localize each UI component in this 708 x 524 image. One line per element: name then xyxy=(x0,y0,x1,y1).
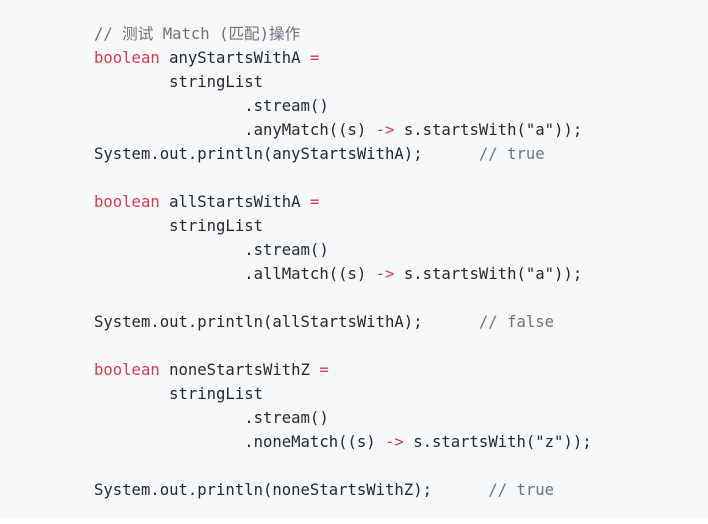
code-line: stringList xyxy=(94,70,592,94)
operator-token: = xyxy=(319,361,329,379)
keyword-token: boolean xyxy=(94,361,160,379)
code-token: anyStartsWithA xyxy=(159,49,310,67)
code-token: .noneMatch((s) xyxy=(94,433,386,451)
code-line: boolean anyStartsWithA = xyxy=(94,46,592,70)
code-line: .anyMatch((s) -> s.startsWith("a")); xyxy=(94,118,592,142)
operator-token: = xyxy=(309,193,320,211)
code-token: System.out.println(allStartsWithA); xyxy=(94,313,479,331)
code-token: .stream() xyxy=(94,97,329,115)
code-token: stringList xyxy=(94,73,263,91)
code-token: stringList xyxy=(94,385,263,403)
code-token: .anyMatch((s) xyxy=(94,121,376,139)
code-token: System.out.println(anyStartsWithA); xyxy=(94,145,479,163)
comment-token: // true xyxy=(478,145,545,163)
code-token: allStartsWithA xyxy=(159,193,310,211)
code-line: stringList xyxy=(94,382,592,406)
code-line: System.out.println(allStartsWithA); // f… xyxy=(94,310,592,334)
code-line: boolean noneStartsWithZ = xyxy=(94,358,592,382)
code-line: .allMatch((s) -> s.startsWith("a")); xyxy=(94,262,592,286)
code-line: boolean allStartsWithA = xyxy=(94,190,592,214)
code-token: .allMatch((s) xyxy=(94,265,376,283)
operator-token: -> xyxy=(375,121,395,139)
code-token: stringList xyxy=(94,217,263,235)
code-line: System.out.println(noneStartsWithZ); // … xyxy=(94,478,592,502)
code-line: .stream() xyxy=(94,238,592,262)
comment-token: // true xyxy=(488,481,555,499)
code-line xyxy=(94,286,592,310)
code-line: .stream() xyxy=(94,406,592,430)
code-content: // 测试 Match (匹配)操作 boolean anyStartsWithA… xyxy=(94,22,592,502)
operator-token: -> xyxy=(375,265,395,283)
code-line xyxy=(94,166,592,190)
code-token: s.startsWith("a")); xyxy=(394,265,583,283)
comment-token: // 测试 Match (匹配)操作 xyxy=(94,25,301,43)
code-line: // 测试 Match (匹配)操作 xyxy=(94,22,592,46)
keyword-token: boolean xyxy=(94,49,160,67)
code-token: s.startsWith("a")); xyxy=(394,121,583,139)
code-token: s.startsWith("z")); xyxy=(403,433,592,451)
code-line xyxy=(94,454,592,478)
operator-token: -> xyxy=(385,433,404,451)
code-line: stringList xyxy=(94,214,592,238)
code-line: System.out.println(anyStartsWithA); // t… xyxy=(94,142,592,166)
operator-token: = xyxy=(309,49,320,67)
keyword-token: boolean xyxy=(94,193,160,211)
code-line xyxy=(94,334,592,358)
comment-token: // false xyxy=(478,313,555,331)
code-token: System.out.println(noneStartsWithZ); xyxy=(94,481,489,499)
code-line: .stream() xyxy=(94,94,592,118)
code-line: .noneMatch((s) -> s.startsWith("z")); xyxy=(94,430,592,454)
code-token: .stream() xyxy=(94,241,329,259)
code-token: noneStartsWithZ xyxy=(159,361,320,379)
code-token: .stream() xyxy=(94,409,329,427)
